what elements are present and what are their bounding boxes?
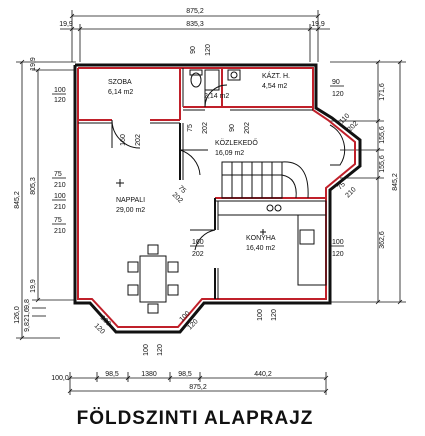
opening-width: 100 bbox=[332, 239, 344, 246]
opening-width: 90 bbox=[190, 46, 197, 54]
opening-height: 202 bbox=[202, 122, 209, 134]
opening-living-west-1: 75 210 bbox=[52, 171, 66, 189]
opening-hall-door: 90 202 bbox=[229, 122, 251, 134]
room-area-konyha: 16,40 m2 bbox=[246, 245, 275, 252]
room-name-nappali: NAPPALI bbox=[116, 197, 145, 204]
left-dim-1: 126,0 bbox=[14, 306, 21, 324]
opening-width: 110 bbox=[338, 112, 351, 125]
opening-kazt-window: 90 120 bbox=[330, 79, 344, 98]
opening-width: 75 bbox=[54, 217, 62, 224]
opening-height: 120 bbox=[332, 251, 344, 258]
opening-bath-door: 75 202 bbox=[187, 122, 209, 134]
top-right-wall-dimension: 19,9 bbox=[311, 21, 325, 28]
interior-walls bbox=[78, 68, 326, 299]
bathroom-fixtures bbox=[189, 69, 241, 91]
opening-height: 202 bbox=[135, 134, 142, 146]
opening-width: 100 bbox=[54, 87, 66, 94]
opening-height: 202 bbox=[192, 251, 204, 258]
left-dim-4: 9,8 bbox=[24, 322, 31, 332]
opening-width: 90 bbox=[332, 79, 340, 86]
opening-height: 120 bbox=[271, 309, 278, 321]
kitchen-counter bbox=[217, 200, 327, 286]
opening-height: 202 bbox=[244, 122, 251, 134]
bottom-dim-1: 100,0 bbox=[51, 375, 69, 382]
opening-width: 75 bbox=[187, 124, 194, 132]
opening-height: 120 bbox=[205, 44, 212, 56]
opening-height: 120 bbox=[332, 91, 344, 98]
top-inner-dimension: 835,3 bbox=[186, 21, 204, 28]
room-label-kozlekedo: KÖZLEKEDŐ 16,09 m2 bbox=[215, 138, 258, 157]
right-dim-3: 155,6 bbox=[379, 155, 386, 173]
right-dim-2: 155,6 bbox=[379, 126, 386, 144]
opening-width: 90 bbox=[229, 124, 236, 132]
opening-width: 75 bbox=[177, 184, 188, 195]
opening-living-west-3: 75 210 bbox=[52, 217, 66, 235]
left-inner-dimension: 805,3 bbox=[30, 177, 37, 195]
opening-kitchen-south-window: 100 120 bbox=[257, 309, 278, 321]
opening-width: 100 bbox=[257, 309, 264, 321]
plan-title: FÖLDSZINTI ALAPRAJZ bbox=[77, 408, 314, 429]
bottom-dim-2: 98,5 bbox=[105, 371, 119, 378]
bottom-dimension-group: 100,0 98,5 1380 98,5 440,2 875,2 bbox=[51, 371, 329, 395]
bottom-total-dimension: 875,2 bbox=[189, 384, 207, 391]
opening-width: 75 bbox=[336, 181, 347, 192]
bottom-dim-5: 440,2 bbox=[254, 371, 272, 378]
room-label-konyha: KONYHA 16,40 m2 bbox=[246, 235, 276, 252]
room-label-furdo: 2,14 m2 bbox=[204, 93, 229, 100]
room-label-szoba: SZOBA 6,14 m2 bbox=[108, 79, 133, 96]
left-total-dimension: 845,2 bbox=[14, 191, 21, 209]
left-top-wall-dimension: 19,9 bbox=[30, 57, 37, 71]
right-dim-4: 362,6 bbox=[379, 231, 386, 249]
room-name-kozlekedo: KÖZLEKEDŐ bbox=[215, 138, 258, 147]
opening-living-west-2: 100 210 bbox=[52, 193, 66, 211]
top-total-dimension: 875,2 bbox=[186, 8, 204, 15]
room-name-szoba: SZOBA bbox=[108, 79, 132, 86]
left-dim-2: 9,8 bbox=[24, 299, 31, 309]
left-bottom-wall-dimension: 19,9 bbox=[30, 279, 37, 293]
bottom-dim-4: 98,5 bbox=[178, 371, 192, 378]
right-dim-1: 171,6 bbox=[379, 83, 386, 101]
opening-height: 202 bbox=[346, 120, 359, 133]
room-area-szoba: 6,14 m2 bbox=[108, 89, 133, 96]
opening-width: 100 bbox=[143, 344, 150, 356]
opening-height: 120 bbox=[54, 97, 66, 104]
room-name-kazt: KÁZT. H. bbox=[262, 71, 290, 80]
opening-width: 100 bbox=[54, 193, 66, 200]
opening-kitchen-east-window: 100 120 bbox=[330, 239, 344, 258]
living-room-marker bbox=[116, 179, 124, 187]
opening-entrance-window: 75 210 bbox=[336, 181, 357, 200]
opening-width: 160 bbox=[120, 134, 127, 146]
opening-height: 210 bbox=[54, 204, 66, 211]
opening-szoba-window: 100 120 bbox=[52, 87, 66, 104]
opening-bay-south-window: 100 120 bbox=[143, 344, 164, 356]
opening-szoba-door: 160 202 bbox=[120, 134, 142, 146]
room-area-furdo: 2,14 m2 bbox=[204, 93, 229, 100]
left-dim-3: 21,6 bbox=[24, 308, 31, 322]
right-total-dimension: 845,2 bbox=[392, 173, 399, 191]
top-left-wall-dimension: 19,9 bbox=[59, 21, 73, 28]
opening-width: 75 bbox=[54, 171, 62, 178]
opening-height: 120 bbox=[157, 344, 164, 356]
opening-bath-window: 90 120 bbox=[190, 44, 212, 56]
bottom-dim-3: 1380 bbox=[141, 371, 157, 378]
opening-height: 210 bbox=[344, 186, 357, 199]
room-area-kozlekedo: 16,09 m2 bbox=[215, 150, 244, 157]
dining-table bbox=[127, 244, 179, 314]
opening-width: 160 bbox=[192, 239, 204, 246]
room-label-kazt: KÁZT. H. 4,54 m2 bbox=[262, 71, 290, 90]
top-dimension-group: 875,2 835,3 19,9 19,9 bbox=[59, 8, 330, 62]
opening-kitchen-door: 160 202 bbox=[190, 239, 204, 258]
exterior-walls bbox=[73, 63, 362, 334]
opening-living-hall-door: 75 202 bbox=[171, 184, 188, 204]
room-name-konyha: KONYHA bbox=[246, 235, 276, 242]
room-label-nappali: NAPPALI 29,00 m2 bbox=[116, 197, 145, 214]
staircase bbox=[221, 161, 309, 199]
kitchen-marker bbox=[260, 229, 266, 235]
left-dimension-group: 845,2 805,3 19,9 19,9 126,0 9,8 21,6 9,8 bbox=[14, 57, 76, 341]
opening-height: 210 bbox=[54, 228, 66, 235]
room-area-nappali: 29,00 m2 bbox=[116, 207, 145, 214]
opening-height: 210 bbox=[54, 182, 66, 189]
room-area-kazt: 4,54 m2 bbox=[262, 83, 287, 90]
